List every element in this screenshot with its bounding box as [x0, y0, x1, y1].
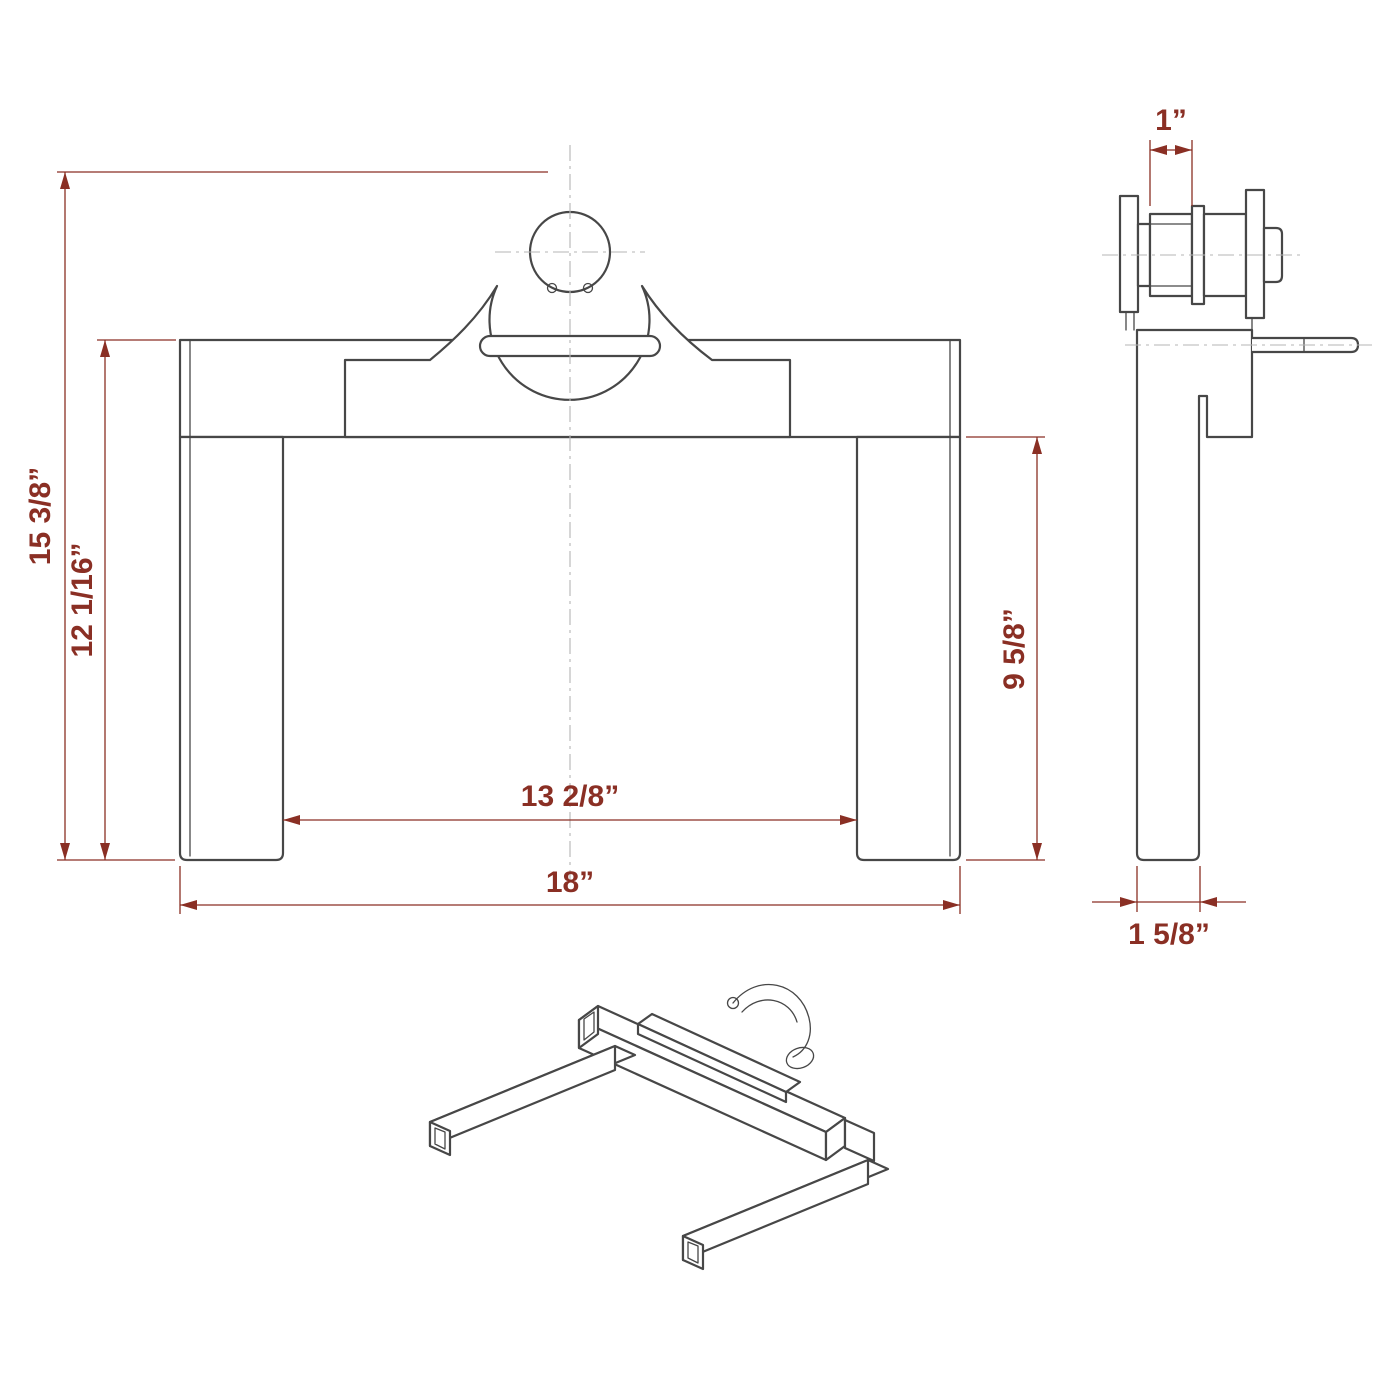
- leg-edge-lines: [189, 339, 951, 857]
- dim-lines: [966, 436, 1045, 861]
- side-view: [1118, 188, 1360, 862]
- iso-beam-tube-opening: [583, 1011, 595, 1041]
- dim-lines: [97, 339, 176, 860]
- lifting-lug: [343, 284, 792, 439]
- roller-edge-lines: [1149, 223, 1193, 287]
- iso-left-fork-side: [428, 1044, 617, 1148]
- part-layer: [178, 188, 1360, 1271]
- dim-overall-width-label: 18”: [546, 866, 594, 899]
- retaining-ring-ear-left: [546, 282, 558, 294]
- sheave-bracket-connectors: [1125, 311, 1253, 331]
- dim-inner-width: 13 2/8”: [283, 780, 857, 825]
- sheave-right-plate: [1244, 188, 1266, 320]
- dim-overall-width: 18”: [179, 866, 961, 914]
- dimension-layer: 15 3/8” 12 1/16” 9 5/8” 13 2/8” 18”: [24, 104, 1246, 951]
- isometric-view: [428, 984, 890, 1271]
- iso-shackle-bow-inner: [741, 999, 798, 1023]
- front-view: [178, 210, 962, 862]
- right-leg: [855, 435, 962, 862]
- dim-leg-length-label: 9 5/8”: [998, 608, 1031, 690]
- dim-roller-width: 1”: [1149, 104, 1193, 206]
- dim-leg-depth-label: 1 5/8”: [1128, 918, 1210, 951]
- dim-leg-depth: 1 5/8”: [1092, 866, 1246, 951]
- axle-stub: [1262, 226, 1284, 284]
- dim-frame-height-label: 12 1/16”: [66, 542, 99, 657]
- dim-frame-height: 12 1/16”: [66, 339, 176, 860]
- retaining-ring-ear-right: [582, 282, 594, 294]
- side-leg-profile: [1135, 328, 1254, 862]
- sheave-left-plate: [1118, 194, 1140, 314]
- iso-right-end-block: [843, 1118, 876, 1163]
- dim-arrows: [1150, 145, 1192, 155]
- dim-leg-length: 9 5/8”: [966, 436, 1045, 861]
- iso-left-fork-opening: [434, 1127, 446, 1150]
- dim-inner-width-label: 13 2/8”: [521, 780, 619, 813]
- dim-roller-width-label: 1”: [1155, 104, 1187, 137]
- dim-overall-height: 15 3/8”: [24, 171, 548, 861]
- iso-right-fork-opening: [687, 1241, 699, 1264]
- dim-lines: [57, 171, 548, 861]
- dim-lines: [179, 866, 961, 914]
- dim-overall-height-label: 15 3/8”: [24, 467, 57, 565]
- iso-shackle-pin-head: [726, 996, 740, 1010]
- centerline-layer: [495, 145, 1372, 880]
- dim-lines: [1092, 866, 1246, 912]
- iso-shackle-eye: [785, 1046, 815, 1070]
- iso-shackle-bow: [732, 984, 811, 1058]
- left-leg: [178, 435, 285, 862]
- iso-lug-plate-front: [636, 1022, 788, 1104]
- iso-right-fork-side: [681, 1158, 870, 1262]
